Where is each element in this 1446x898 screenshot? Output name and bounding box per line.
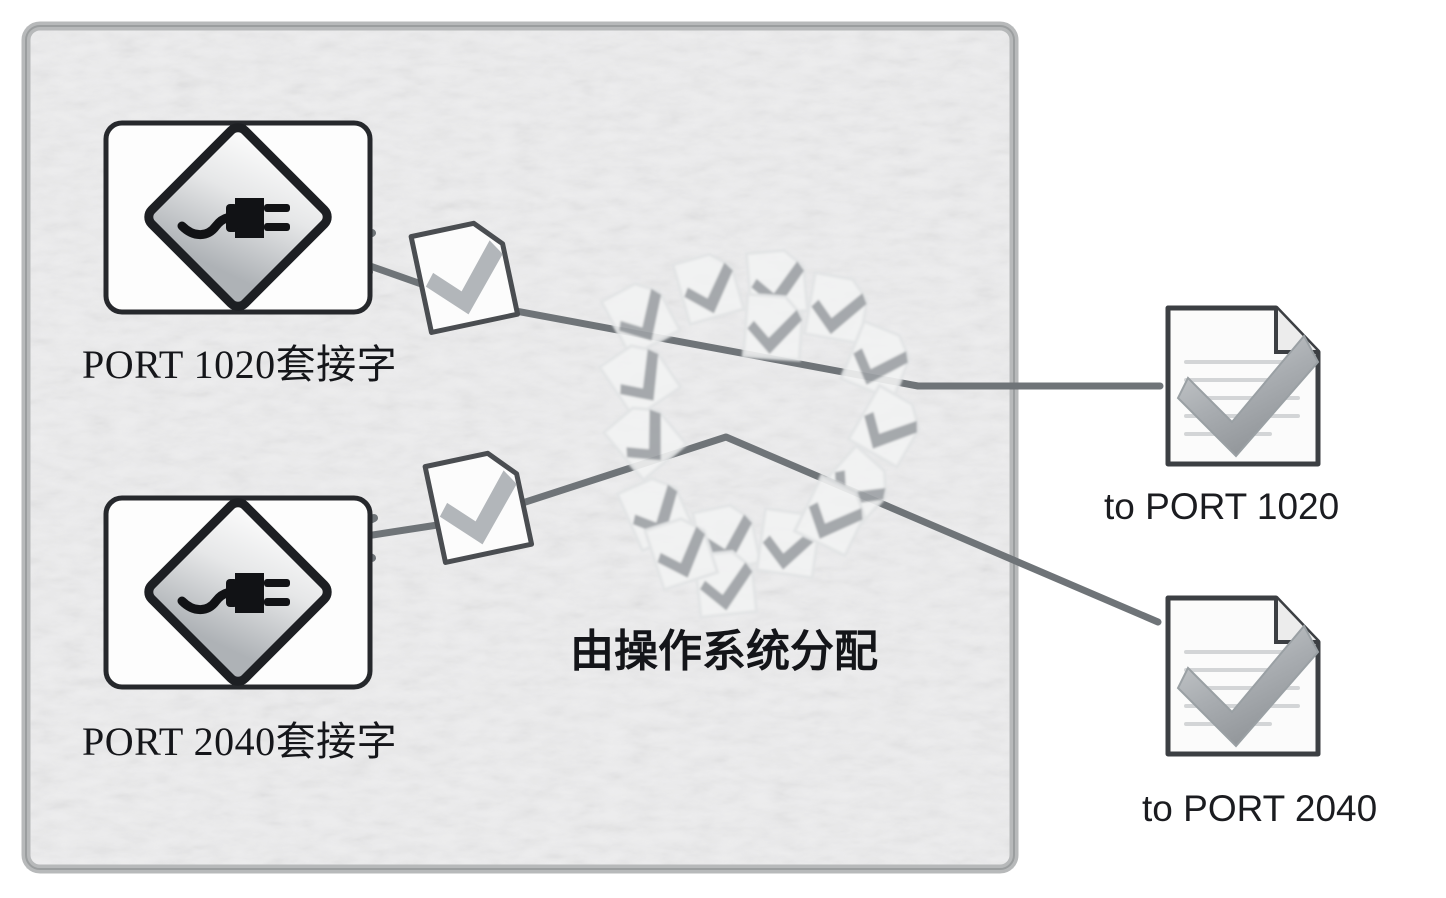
flow-line-1020 bbox=[332, 250, 1164, 390]
document-label-2040: to PORT 2040 bbox=[1142, 788, 1378, 829]
document-label-1020: to PORT 1020 bbox=[1104, 486, 1340, 527]
flow-line-2040 bbox=[336, 433, 1162, 626]
document-icon-1020[interactable] bbox=[1168, 308, 1318, 464]
os-allocation-note: 由操作系统分配 bbox=[570, 626, 878, 677]
socket-label-2040: PORT 2040套接字 bbox=[82, 719, 398, 764]
flow-lines bbox=[332, 250, 1164, 626]
socket-icon-1020[interactable] bbox=[106, 123, 370, 312]
socket-label-1020: PORT 1020套接字 bbox=[82, 342, 398, 387]
socket-icon-2040[interactable] bbox=[106, 498, 370, 687]
document-icon-2040[interactable] bbox=[1168, 598, 1318, 754]
